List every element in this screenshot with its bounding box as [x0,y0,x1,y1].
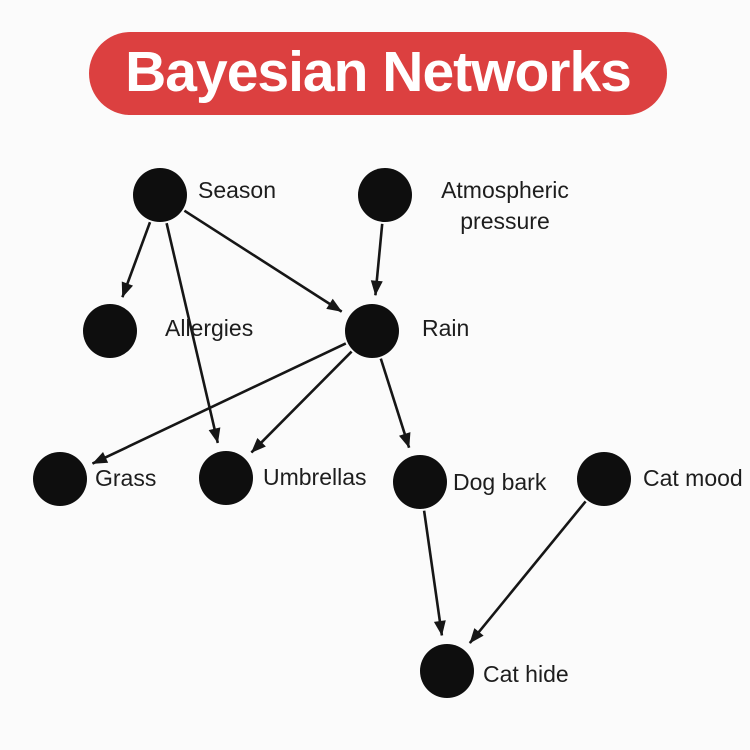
edge-rain-to-grass [91,342,347,465]
node-label-allergies: Allergies [165,315,253,341]
edge-rain-to-dog-bark [379,358,411,449]
node-allergies [83,304,137,358]
node-label-cat-mood: Cat mood [643,465,743,491]
node-grass [33,452,87,506]
edge-cat-mood-to-cat-hide [468,500,587,644]
node-season [133,168,187,222]
node-label-rain: Rain [422,315,469,341]
edge-layer [91,209,587,644]
node-rain [345,304,399,358]
title-banner: Bayesian Networks [89,32,667,115]
edge-season-to-rain [183,209,343,313]
node-label-umbrellas: Umbrellas [263,464,367,490]
edge-season-to-allergies [121,221,152,298]
edge-dog-bark-to-cat-hide [422,510,446,636]
node-atmospheric-pressure [358,168,412,222]
node-label-dog-bark: Dog bark [453,469,547,495]
edge-rain-to-umbrellas [250,350,353,454]
title-text: Bayesian Networks [125,39,632,104]
edge-atmospheric-pressure-to-rain [370,223,384,296]
node-dog-bark [393,455,447,509]
node-umbrellas [199,451,253,505]
node-label-cat-hide: Cat hide [483,661,569,687]
node-cat-mood [577,452,631,506]
node-label-season: Season [198,177,276,203]
edge-season-to-umbrellas [165,222,221,444]
node-cat-hide [420,644,474,698]
node-label-grass: Grass [95,465,156,491]
